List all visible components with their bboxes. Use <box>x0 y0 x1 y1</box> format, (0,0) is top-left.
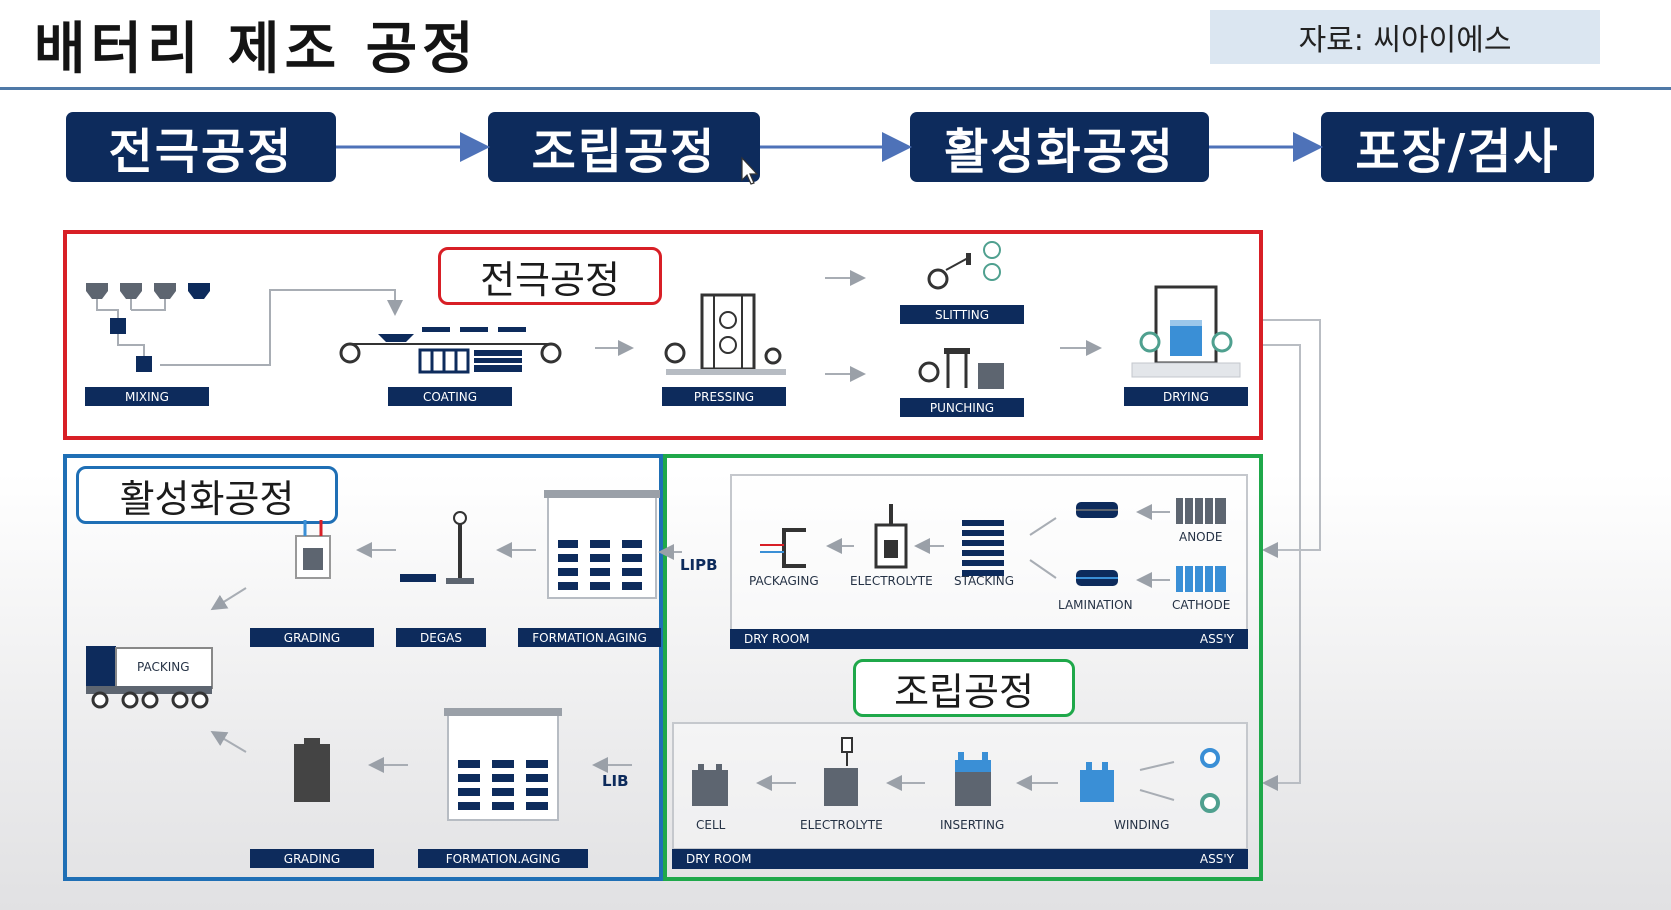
label-lamination: LAMINATION <box>1058 598 1133 612</box>
assy-label: ASS'Y <box>1199 632 1234 646</box>
label-grading-bottom: GRADING <box>250 849 374 868</box>
assembly-room-bar-bottom: DRY ROOM ASS'Y <box>672 849 1248 869</box>
press-icon <box>664 293 786 375</box>
activation-section-tag: 활성화공정 <box>76 466 338 524</box>
label-lipb: LIPB <box>680 556 718 574</box>
page-title: 배터리 제조 공정 <box>34 17 479 82</box>
label-drying: DRYING <box>1124 387 1248 406</box>
label-pressing: PRESSING <box>662 387 786 406</box>
label-coating: COATING <box>388 387 512 406</box>
label-inserting: INSERTING <box>940 818 1005 832</box>
electrode-section-tag: 전극공정 <box>438 247 662 305</box>
label-degas: DEGAS <box>396 628 486 647</box>
rack-icon <box>544 490 660 599</box>
roller-icon <box>339 327 562 374</box>
step-activation: 활성화공정 <box>910 112 1209 182</box>
label-lib: LIB <box>602 772 629 790</box>
dry-room-label: DRY ROOM <box>744 632 810 646</box>
electrode-frame <box>63 230 1263 440</box>
label-cell: CELL <box>696 818 726 832</box>
dry-room-label-bottom: DRY ROOM <box>686 852 752 866</box>
step-packaging-inspection: 포장/검사 <box>1321 112 1594 182</box>
assembly-section-tag: 조립공정 <box>853 659 1075 717</box>
label-packaging: PACKAGING <box>749 574 819 588</box>
label-winding: WINDING <box>1114 818 1170 832</box>
label-electrolyte-bottom: ELECTROLYTE <box>800 818 883 832</box>
label-stacking: STACKING <box>954 574 1015 588</box>
assy-label-bottom: ASS'Y <box>1199 852 1234 866</box>
label-mixing: MIXING <box>85 387 209 406</box>
label-grading-top: GRADING <box>250 628 374 647</box>
label-punching: PUNCHING <box>900 398 1024 417</box>
title-divider <box>0 87 1671 90</box>
label-packing: PACKING <box>137 660 190 674</box>
activation-frame <box>63 454 663 881</box>
label-formation-aging-top: FORMATION.AGING <box>518 628 661 647</box>
battery-icon <box>692 737 1114 806</box>
label-slitting: SLITTING <box>900 305 1024 324</box>
label-cathode: CATHODE <box>1172 598 1231 612</box>
assembly-room-bar-top: DRY ROOM ASS'Y <box>730 629 1248 649</box>
step-electrode: 전극공정 <box>66 112 336 182</box>
label-formation-aging-bottom: FORMATION.AGING <box>418 849 588 868</box>
assembly-frame <box>663 454 1263 881</box>
mixing-hopper-icon <box>86 283 210 372</box>
truck-icon <box>86 646 213 709</box>
label-anode: ANODE <box>1179 530 1223 544</box>
source-label: 자료: 씨아이에스 <box>1210 10 1600 64</box>
label-electrolyte-top: ELECTROLYTE <box>850 574 933 588</box>
step-assembly: 조립공정 <box>488 112 760 182</box>
